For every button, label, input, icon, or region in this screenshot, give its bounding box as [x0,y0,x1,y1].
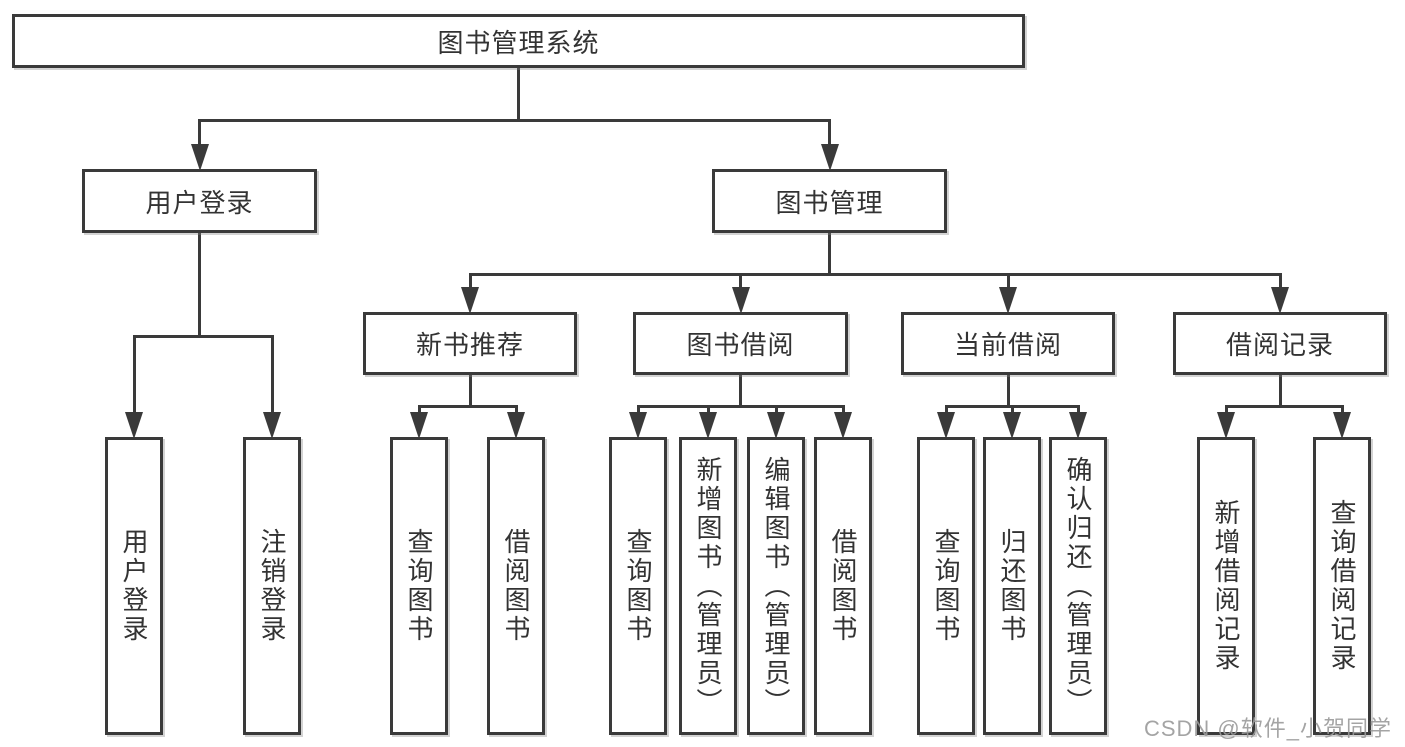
connector-line [1076,405,1080,417]
connector-line [828,119,831,149]
connector-line [517,68,520,122]
connector-line [468,375,472,408]
connector-line [417,405,518,408]
node-bor-edit: 编辑图书（管理员） [747,437,805,735]
node-label: 用户登录 [119,528,149,644]
arrowhead-down-icon [1003,412,1021,439]
node-label: 新增图书（管理员） [693,455,723,717]
connector-line [841,405,845,417]
arrowhead-down-icon [820,144,839,171]
arrowhead-down-icon [125,412,143,439]
arrowhead-down-icon [767,412,785,439]
connector-line [198,119,201,149]
arrowhead-down-icon [1271,287,1289,314]
connector-line [1278,375,1282,408]
node-cur-query: 查询图书 [917,437,975,735]
watermark-text: CSDN @软件_小贺同学 [1143,716,1392,741]
arrowhead-down-icon [834,412,852,439]
connector-line [514,405,518,417]
node-label: 图书管理 [775,187,884,218]
connector-line [132,335,136,417]
node-label: 图书管理系统 [437,27,600,58]
node-recd-query: 查询借阅记录 [1313,437,1371,735]
node-root: 图书管理系统 [12,14,1025,68]
node-label: 编辑图书（管理员） [761,455,791,717]
node-borrow: 图书借阅 [633,312,848,375]
node-label: 归还图书 [997,528,1027,644]
node-label: 注销登录 [257,528,287,644]
node-login-logout: 注销登录 [243,437,301,735]
node-bor-borrow: 借阅图书 [814,437,872,735]
node-label: 新书推荐 [415,330,524,360]
arrowhead-down-icon [629,412,647,439]
node-login-user: 用户登录 [105,437,163,735]
connector-line [828,233,831,276]
node-rec-borrow: 借阅图书 [487,437,545,735]
node-label: 查询图书 [931,528,961,644]
connector-line [1340,405,1344,417]
node-rec: 新书推荐 [363,312,577,375]
connector-line [1006,273,1010,292]
arrowhead-down-icon [1217,412,1235,439]
node-cur-confirm: 确认归还（管理员） [1049,437,1107,735]
connector-line [706,405,710,417]
connector-line [636,405,845,408]
arrowhead-down-icon [699,412,717,439]
node-cur-return: 归还图书 [983,437,1041,735]
connector-line [739,375,742,408]
connector-line [417,405,421,417]
connector-line [774,405,778,417]
connector-line [944,405,948,417]
arrowhead-down-icon [999,287,1017,314]
node-recd-add: 新增借阅记录 [1197,437,1255,735]
node-login: 用户登录 [82,169,317,233]
connector-line [132,335,274,338]
connector-line [270,335,274,417]
connector-line [1006,375,1010,408]
node-label: 查询图书 [404,528,434,644]
connector-line [739,273,742,292]
node-label: 借阅图书 [501,528,531,644]
node-mgmt: 图书管理 [712,169,947,233]
node-label: 当前借阅 [953,330,1062,360]
connector-line [468,273,1282,276]
arrowhead-down-icon [190,144,209,171]
node-label: 确认归还（管理员） [1063,455,1093,717]
connector-line [198,233,201,338]
node-label: 借阅记录 [1225,330,1334,360]
arrowhead-down-icon [1069,412,1087,439]
connector-line [198,119,831,122]
connector-line [636,405,640,417]
node-bor-query: 查询图书 [609,437,667,735]
node-records: 借阅记录 [1173,312,1387,375]
node-label: 查询图书 [623,528,653,644]
node-label: 新增借阅记录 [1211,499,1241,673]
connector-line [1224,405,1344,408]
node-bor-add: 新增图书（管理员） [679,437,737,735]
node-label: 借阅图书 [828,528,858,644]
arrowhead-down-icon [507,412,525,439]
arrowhead-down-icon [731,287,750,314]
arrowhead-down-icon [263,412,281,439]
arrowhead-down-icon [410,412,428,439]
connector-line [1010,405,1014,417]
connector-line [468,273,472,292]
node-label: 查询借阅记录 [1327,499,1357,673]
arrowhead-down-icon [1333,412,1351,439]
arrowhead-down-icon [461,287,479,314]
arrowhead-down-icon [937,412,955,439]
node-label: 用户登录 [145,187,254,218]
connector-line [1224,405,1228,417]
node-current: 当前借阅 [901,312,1115,375]
connector-line [1278,273,1282,292]
node-rec-query: 查询图书 [390,437,448,735]
node-label: 图书借阅 [686,330,795,360]
